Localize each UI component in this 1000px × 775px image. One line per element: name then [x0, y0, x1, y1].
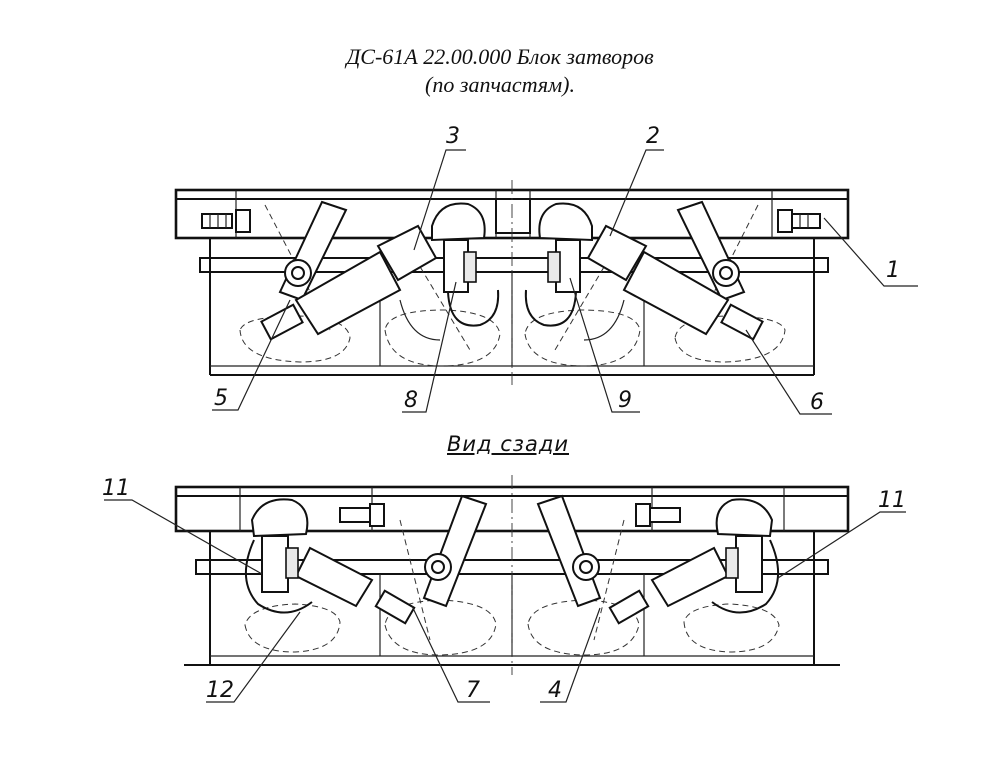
- rear-view: [174, 475, 850, 675]
- callout-5: 5: [214, 386, 228, 411]
- callout-11-right: 11: [878, 488, 906, 513]
- callout-2: 2: [646, 124, 660, 149]
- leader-lines: [104, 149, 918, 703]
- callout-8: 8: [404, 388, 418, 413]
- callout-7: 7: [466, 678, 480, 703]
- drawing-subtitle: (по запчастям).: [425, 72, 575, 97]
- drawing-title: ДС-61А 22.00.000 Блок затворов: [346, 44, 654, 69]
- callout-11-left: 11: [102, 476, 130, 501]
- callout-9: 9: [618, 388, 632, 413]
- callout-12: 12: [206, 678, 234, 703]
- callout-4: 4: [548, 678, 562, 703]
- callout-1: 1: [886, 258, 900, 283]
- front-view: [174, 180, 850, 385]
- callout-6: 6: [810, 390, 824, 415]
- callout-3: 3: [446, 124, 460, 149]
- rear-view-label: Вид сзади: [447, 432, 569, 456]
